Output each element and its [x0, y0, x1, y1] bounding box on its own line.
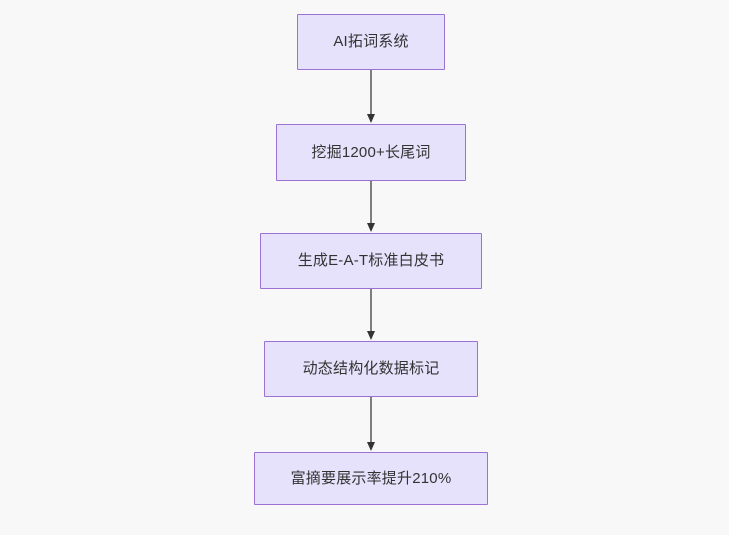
flowchart-node-rich-snippet-result[interactable]: 富摘要展示率提升210%	[254, 452, 488, 505]
flowchart-node-longtail-keywords[interactable]: 挖掘1200+长尾词	[276, 124, 466, 181]
flowchart-node-eat-whitepaper[interactable]: 生成E-A-T标准白皮书	[260, 233, 482, 289]
flowchart-node-label: AI拓词系统	[333, 33, 409, 50]
flowchart-node-label: 富摘要展示率提升210%	[290, 469, 452, 487]
arrow-icon	[367, 289, 375, 340]
flowchart-node-label: 动态结构化数据标记	[302, 360, 440, 377]
flowchart-node-structured-data-markup[interactable]: 动态结构化数据标记	[264, 341, 478, 397]
arrow-icon	[367, 397, 375, 451]
flowchart-node-label: 挖掘1200+长尾词	[311, 143, 431, 161]
connector-node1-node2	[366, 70, 376, 124]
flowchart-node-label: 生成E-A-T标准白皮书	[297, 252, 445, 269]
arrow-icon	[367, 181, 375, 232]
arrow-icon	[367, 70, 375, 123]
connector-node3-node4	[366, 289, 376, 341]
flowchart-node-ai-keyword-system[interactable]: AI拓词系统	[297, 14, 445, 70]
connector-node2-node3	[366, 181, 376, 233]
connector-node4-node5	[366, 397, 376, 452]
